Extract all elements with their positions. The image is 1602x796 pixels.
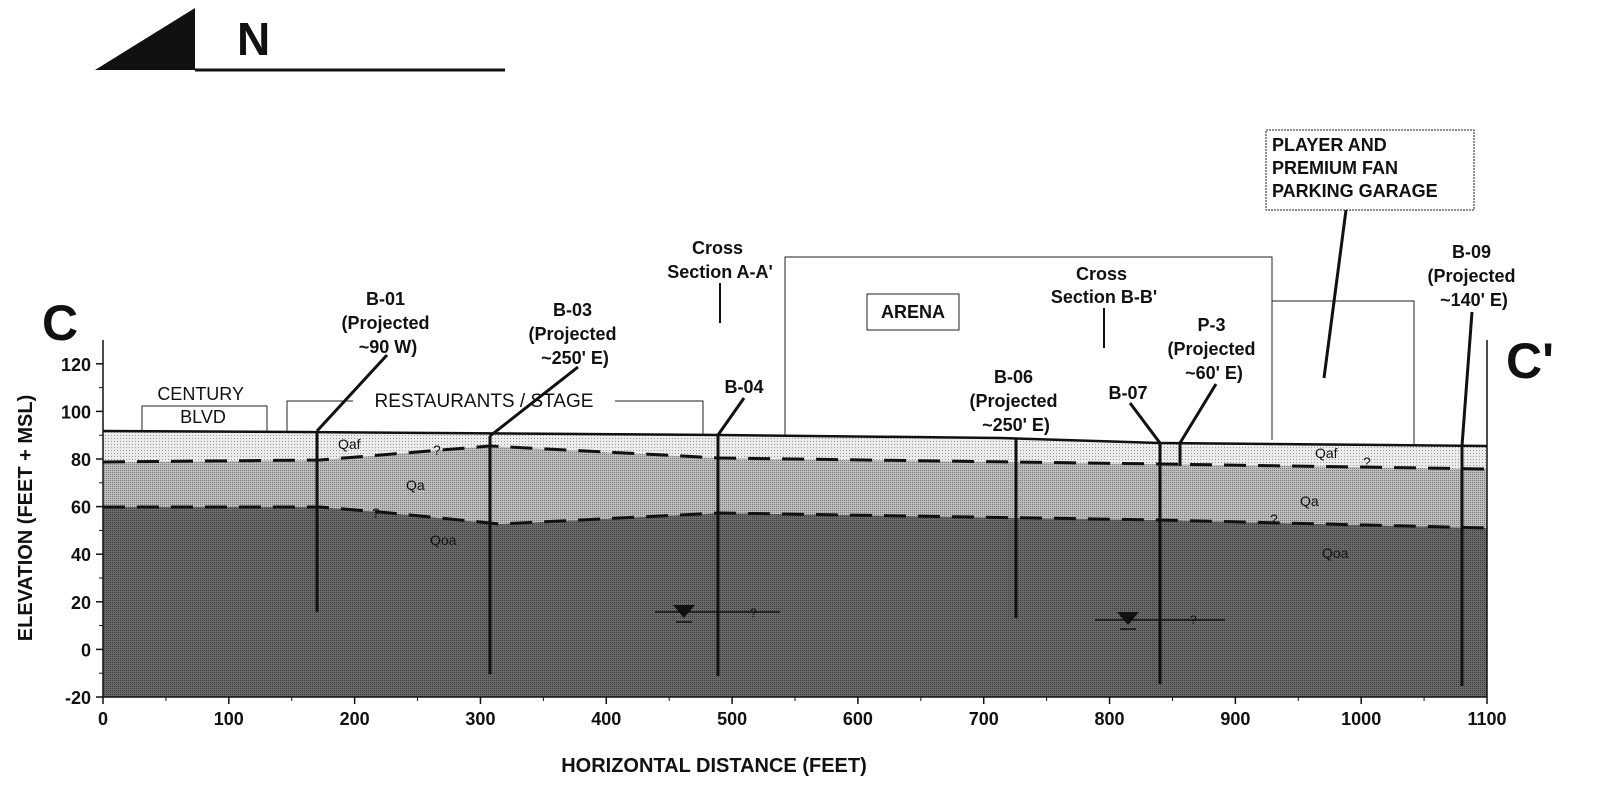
century-blvd-outline xyxy=(141,405,268,431)
x-tick-label: 600 xyxy=(843,709,873,729)
x-tick-label: 0 xyxy=(98,709,108,729)
boring-b07-label: B-07 xyxy=(1108,383,1147,403)
boring-b03-leader xyxy=(489,365,579,438)
y-tick-label: 120 xyxy=(61,355,91,375)
boring-b09-label: B-09 (Projected ~140' E) xyxy=(1427,242,1520,310)
y-ticks: 120 100 80 60 40 20 0 -20 xyxy=(61,355,103,708)
section-start-label: C xyxy=(42,295,78,351)
xsec-a-label: Cross Section A-A' xyxy=(667,238,773,282)
y-tick-label: -20 xyxy=(65,688,91,708)
restaurants-label: RESTAURANTS / STAGE xyxy=(375,391,594,412)
boring-b03-label: B-03 (Projected ~250' E) xyxy=(528,300,621,368)
arena-label-box xyxy=(866,293,960,331)
boring-p3-leader xyxy=(1178,383,1218,444)
contact-query-1: ? xyxy=(433,442,441,458)
qaf-label-right: Qaf xyxy=(1315,445,1338,461)
unit-labels: Qaf Qaf Qa Qa Qoa Qoa ? ? ? ? xyxy=(338,436,1371,561)
qa-unit xyxy=(103,446,1487,528)
boring-p3-label: P-3 (Projected ~60' E) xyxy=(1167,315,1260,383)
geologic-units xyxy=(102,429,1488,697)
north-arrow-icon xyxy=(95,8,195,70)
boring-b04-leader xyxy=(716,397,746,436)
x-ticks: 0 100 200 300 400 500 600 700 800 900 1000 1100 xyxy=(98,697,1507,729)
qaf-unit xyxy=(103,431,1487,469)
x-tick-label: 500 xyxy=(717,709,747,729)
qoa-label-left: Qoa xyxy=(430,532,457,548)
garage-outline xyxy=(1272,300,1415,445)
garage-leader-line xyxy=(1322,209,1348,379)
contact-query-2: ? xyxy=(372,505,380,521)
x-tick-label: 300 xyxy=(465,709,495,729)
x-tick-label: 100 xyxy=(214,709,244,729)
boring-b04-label: B-04 xyxy=(724,377,763,397)
ground-surface-line xyxy=(102,429,1488,448)
y-tick-label: 40 xyxy=(71,545,91,565)
x-tick-label: 700 xyxy=(969,709,999,729)
north-arrow: N xyxy=(95,8,505,72)
qoa-label-right: Qoa xyxy=(1322,545,1349,561)
borings xyxy=(315,311,1474,686)
qa-label-right: Qa xyxy=(1300,493,1319,509)
section-end-label: C' xyxy=(1506,333,1554,389)
y-tick-label: 100 xyxy=(61,402,91,422)
y-tick-label: 0 xyxy=(81,640,91,660)
qa-label-left: Qa xyxy=(406,477,425,493)
x-tick-label: 900 xyxy=(1220,709,1250,729)
arena-outline xyxy=(784,256,1273,440)
qaf-qa-contact xyxy=(102,444,1488,471)
boring-b01-leader xyxy=(315,353,389,433)
x-tick-label: 1000 xyxy=(1341,709,1381,729)
xsec-b-label: Cross Section B-B' xyxy=(1051,264,1157,307)
contact-query-3: ? xyxy=(1363,454,1371,470)
garage-label-box xyxy=(1265,129,1475,211)
boring-b06-label: B-06 (Projected ~250' E) xyxy=(969,367,1062,435)
x-tick-label: 200 xyxy=(340,709,370,729)
y-tick-label: 60 xyxy=(71,498,91,518)
north-label: N xyxy=(237,13,270,65)
garage-label: PLAYER AND PREMIUM FAN PARKING GARAGE xyxy=(1272,135,1438,201)
groundwater-query: ? xyxy=(1190,613,1197,627)
x-axis-label: HORIZONTAL DISTANCE (FEET) xyxy=(561,755,867,777)
boring-b09-leader xyxy=(1460,311,1474,447)
qoa-unit xyxy=(103,507,1487,697)
restaurants-label-bg xyxy=(353,389,615,413)
x-tick-label: 1100 xyxy=(1467,709,1506,729)
groundwater-icon xyxy=(1117,612,1139,625)
x-tick-label: 400 xyxy=(591,709,621,729)
groundwater-query: ? xyxy=(750,606,757,620)
boring-labels: B-01 (Projected ~90 W) B-03 (Projected ~… xyxy=(341,242,1520,435)
century-blvd-label: CENTURY BLVD xyxy=(157,384,248,427)
boring-b01-label: B-01 (Projected ~90 W) xyxy=(341,289,434,357)
contact-query-4: ? xyxy=(1270,511,1278,527)
y-tick-label: 80 xyxy=(71,450,91,470)
qaf-label-left: Qaf xyxy=(338,436,361,452)
arena-label: ARENA xyxy=(881,302,945,322)
x-tick-label: 800 xyxy=(1095,709,1125,729)
y-tick-label: 20 xyxy=(71,593,91,613)
boring-b07-leader xyxy=(1128,402,1162,444)
y-axis-label: ELEVATION (FEET + MSL) xyxy=(15,395,37,641)
